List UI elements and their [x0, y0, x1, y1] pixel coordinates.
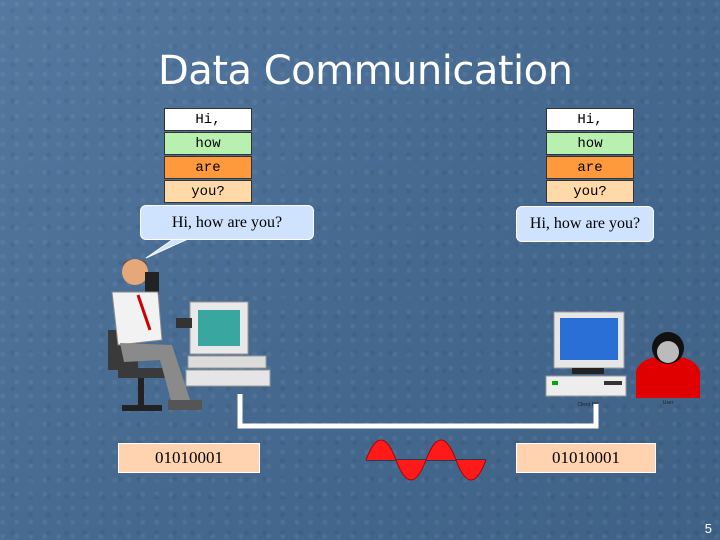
left-binary-box: 01010001 [118, 443, 260, 473]
right-computer-icon [546, 312, 626, 396]
page-number: 5 [705, 521, 712, 536]
user-icon [636, 332, 700, 398]
right-binary-box: 01010001 [516, 443, 656, 473]
left-computer-icon [176, 302, 270, 386]
analog-signal-icon [366, 440, 486, 480]
person-at-desk-icon [108, 259, 202, 411]
right-speech-bubble: Hi, how are you? [516, 206, 654, 242]
network-cable [240, 394, 596, 426]
user-label: User [663, 400, 674, 406]
left-speech-bubble: Hi, how are you? [140, 205, 314, 240]
speech-bubble-tail [146, 238, 190, 258]
